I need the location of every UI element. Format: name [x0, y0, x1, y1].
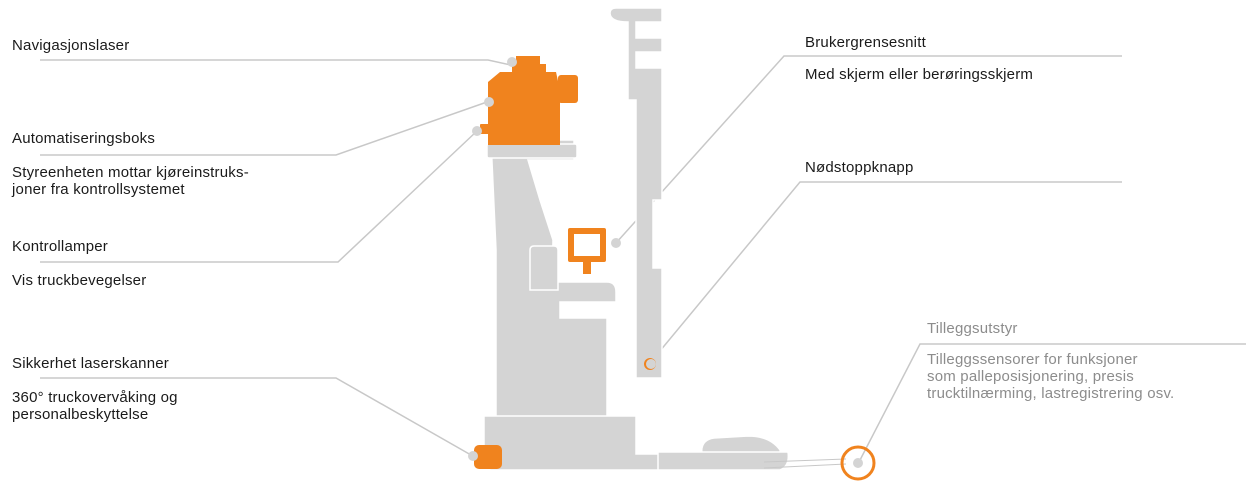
callout-safety-scanner-desc: 360° truckovervåking og personalbeskytte…: [12, 389, 178, 423]
leader-line-emergency-stop: [649, 181, 1122, 364]
leader-lines: [40, 55, 1246, 463]
wheel-arm-line: [763, 458, 847, 463]
user-interface-display: [574, 234, 600, 256]
leader-line-automation-box: [40, 101, 488, 156]
optional-sensor-ring: [840, 445, 876, 481]
leader-dot-safety-scanner: [468, 451, 478, 461]
callout-automation-box-desc: Styreenheten mottar kjøreinstruks- joner…: [12, 164, 249, 198]
control-lamp: [480, 124, 490, 134]
callout-control-lamps-title: Kontrollamper: [12, 238, 108, 255]
user-interface-mount: [583, 262, 591, 274]
callout-optional-equipment-title: Tilleggsutstyr: [927, 320, 1018, 337]
callout-safety-scanner-title: Sikkerhet laserskanner: [12, 355, 169, 372]
leader-dot-control-lamps: [472, 126, 482, 136]
mast: [609, 7, 663, 379]
leader-line-nav-laser: [40, 59, 521, 68]
callout-control-lamps-desc: Vis truckbevegelser: [12, 272, 147, 289]
operator-cab: [529, 245, 559, 291]
overhead-guard: [486, 143, 578, 159]
truck-body: [490, 139, 617, 451]
leader-line-control-lamps: [40, 130, 478, 263]
support-leg: [657, 451, 790, 471]
leader-dot-user-interface: [611, 238, 621, 248]
leader-line-optional-equipment: [858, 343, 1246, 463]
callout-emergency-stop-title: Nødstoppknapp: [805, 159, 914, 176]
callout-optional-equipment-desc: Tilleggssensorer for funksjoner som pall…: [927, 351, 1175, 402]
callout-user-interface-desc: Med skjerm eller berøringsskjerm: [805, 66, 1034, 83]
leader-dot-optional-equipment: [853, 458, 863, 468]
safety-laser-scanner: [474, 445, 502, 469]
automation-box: [488, 72, 560, 145]
navigation-laser: [512, 56, 546, 76]
wheel-arm-line-lower: [763, 463, 847, 469]
automation-box-side: [558, 75, 578, 103]
leader-dot-nav-laser: [507, 57, 517, 67]
leader-line-user-interface: [615, 55, 1122, 244]
callout-nav-laser-title: Navigasjonslaser: [12, 37, 130, 54]
leader-dot-emergency-stop: [646, 359, 656, 369]
leader-dot-automation-box: [484, 97, 494, 107]
leader-dots: [468, 57, 863, 468]
leader-line-safety-scanner: [40, 377, 472, 456]
callout-automation-box-title: Automatiseringsboks: [12, 130, 156, 147]
callout-user-interface-title: Brukergrensesnitt: [805, 34, 926, 51]
